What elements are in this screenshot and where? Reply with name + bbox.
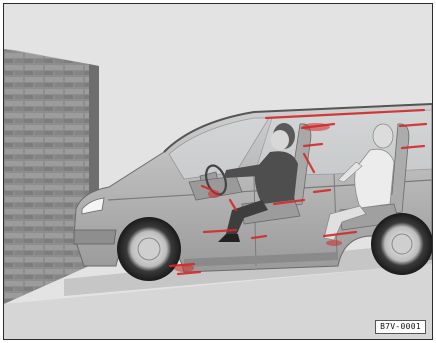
van-crash-illustration xyxy=(4,4,432,339)
front-wheel xyxy=(117,217,181,281)
rear-wheel xyxy=(371,213,432,275)
figure-code-label: B7V-0001 xyxy=(375,320,426,334)
figure-frame: B7V-0001 xyxy=(3,3,433,340)
